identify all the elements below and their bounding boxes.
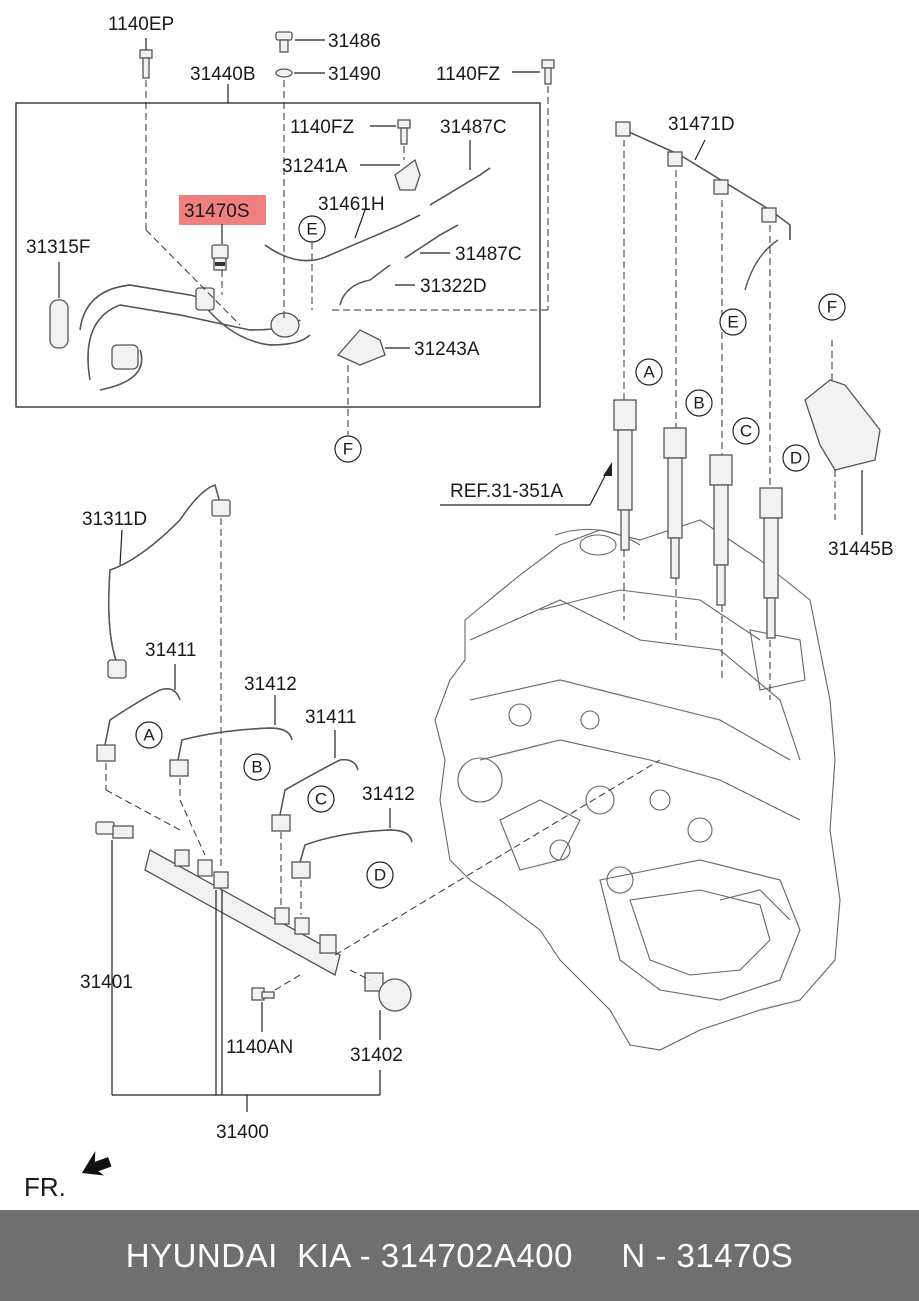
marker-a-lower: A	[135, 721, 163, 749]
marker-a-upper: A	[635, 358, 663, 386]
marker-d-lower: D	[366, 861, 394, 889]
injector-d	[759, 487, 783, 639]
bolt-1140EP	[139, 38, 241, 326]
part-31412-pipe-d	[291, 808, 413, 915]
part-31315F-clip	[49, 262, 69, 349]
label-31241A: 31241A	[282, 156, 348, 177]
svg-text:F: F	[343, 440, 353, 459]
assembly-frame	[15, 102, 541, 408]
part-31412-pipe-b	[169, 695, 293, 856]
front-direction-arrow	[81, 1151, 112, 1176]
part-31411-pipe-a	[96, 664, 181, 831]
part-31311D-pipe	[107, 484, 231, 870]
part-31401-fuel-rail	[144, 759, 661, 976]
part-number-footer: HYUNDAI KIA - 314702A400 N - 31470S	[0, 1210, 919, 1301]
ref-arrow	[440, 462, 612, 506]
bolt-31486	[275, 31, 325, 53]
label-31243A: 31243A	[414, 339, 480, 360]
label-31445B: 31445B	[828, 539, 894, 560]
part-31445B-bracket	[804, 340, 881, 535]
svg-text:A: A	[643, 363, 655, 382]
marker-f-lower: F	[334, 435, 362, 463]
label-31411-b: 31411	[305, 707, 356, 728]
part-31470S-sensor	[211, 224, 229, 295]
label-31487C-top: 31487C	[440, 117, 507, 138]
marker-d-upper: D	[782, 444, 810, 472]
part-31322D-hose	[339, 264, 415, 306]
marker-b-upper: B	[685, 389, 713, 417]
part-31487C-bottom-connector	[404, 224, 459, 259]
bolt-1140FZ-top	[330, 59, 555, 311]
highlight-31470S	[179, 195, 266, 225]
part-31411-pipe-c	[271, 730, 359, 905]
label-31440B: 31440B	[190, 64, 256, 85]
marker-c-upper: C	[732, 417, 760, 445]
injector-c	[709, 454, 733, 606]
label-1140FZ-inner: 1140FZ	[290, 117, 354, 138]
label-31311D: 31311D	[82, 509, 147, 530]
svg-text:D: D	[790, 449, 802, 468]
marker-f-upper: F	[818, 293, 846, 321]
label-fr: FR.	[24, 1172, 66, 1202]
injector-b	[663, 427, 687, 579]
assembly-31400-bracket	[112, 890, 381, 1112]
svg-text:E: E	[306, 220, 317, 239]
label-31412-a: 31412	[244, 674, 297, 695]
label-31401: 31401	[80, 972, 133, 993]
return-hose	[79, 284, 311, 391]
footer-brand-part-number: HYUNDAI KIA - 314702A400	[125, 1236, 573, 1274]
label-31400: 31400	[216, 1122, 269, 1143]
label-31411-a: 31411	[145, 640, 196, 661]
svg-text:B: B	[251, 758, 262, 777]
bolt-1140AN	[251, 974, 301, 1032]
bolt-1140FZ-inner	[370, 119, 411, 160]
part-31471D-return-line	[615, 121, 791, 291]
label-31412-b: 31412	[362, 784, 415, 805]
svg-text:C: C	[740, 422, 752, 441]
rail-pressure-sensor	[95, 821, 134, 1095]
svg-text:A: A	[143, 726, 155, 745]
label-31486: 31486	[328, 31, 381, 52]
marker-c-lower: C	[307, 785, 335, 813]
label-31487C-bottom: 31487C	[455, 244, 522, 265]
part-31402-valve	[349, 969, 412, 1040]
label-31402: 31402	[350, 1045, 403, 1066]
part-31461H-hose	[264, 209, 421, 262]
washer-31490	[275, 68, 325, 320]
part-31241A-bracket	[360, 158, 421, 191]
parts-diagram: 1140EP 31486 31490 31440B 1140FZ 1140FZ …	[15, 14, 894, 1202]
label-31471D: 31471D	[668, 114, 735, 135]
label-31490: 31490	[328, 64, 381, 85]
engine-block	[434, 519, 841, 1051]
label-1140AN: 1140AN	[226, 1037, 293, 1058]
label-31315F: 31315F	[26, 237, 90, 258]
label-31322D: 31322D	[420, 276, 487, 297]
svg-text:F: F	[827, 298, 837, 317]
injector-a	[613, 399, 637, 551]
marker-b-lower: B	[243, 753, 271, 781]
label-31461H: 31461H	[318, 194, 385, 215]
svg-text:E: E	[727, 313, 738, 332]
footer-diagram-code: N - 31470S	[621, 1236, 794, 1274]
part-31243A-bracket	[336, 329, 410, 366]
marker-e-lower: E	[719, 308, 747, 336]
svg-text:B: B	[693, 394, 704, 413]
footer-gap	[573, 1237, 621, 1275]
label-1140FZ-top: 1140FZ	[436, 64, 500, 85]
label-31470S: 31470S	[184, 201, 250, 222]
part-31487C-top-connector	[429, 140, 491, 206]
svg-text:D: D	[374, 866, 386, 885]
svg-text:C: C	[315, 790, 327, 809]
marker-e-upper: E	[298, 215, 326, 243]
label-ref-31-351A: REF.31-351A	[450, 481, 563, 502]
label-1140EP: 1140EP	[108, 14, 174, 35]
